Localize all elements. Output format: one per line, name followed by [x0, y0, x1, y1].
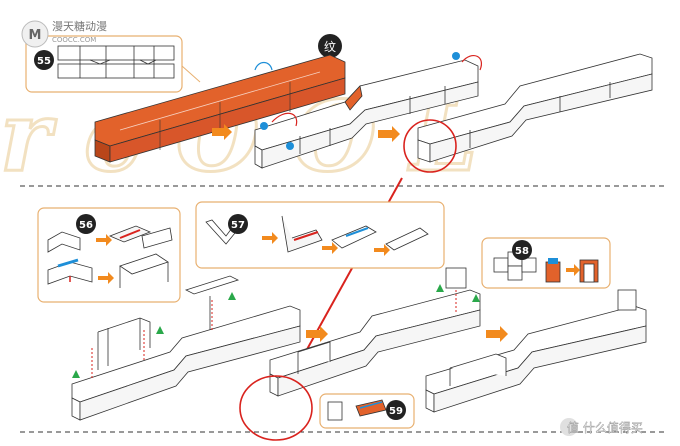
step-59-badge: 59 [386, 400, 406, 420]
bottom-watermark-text: 值 什么值得买 [567, 420, 643, 435]
step-59-label: 59 [389, 406, 403, 417]
step-56-badge: 56 [76, 214, 96, 234]
step-55-label: 55 [37, 56, 51, 67]
step-56-label: 56 [79, 220, 93, 231]
step-58-badge: 58 [512, 240, 532, 260]
left-bottom-assembly [71, 275, 301, 421]
middle-bottom-assembly [269, 267, 481, 397]
step-58-label: 58 [515, 246, 529, 257]
highlight-circle-top [403, 119, 457, 173]
flat-part-sheet [57, 45, 175, 79]
arrow-step-4 [486, 326, 508, 342]
middle-rail-assembly [254, 59, 479, 169]
middle-rail-markers [260, 52, 482, 150]
step-56-callout [37, 207, 181, 303]
left-bottom-markers [72, 292, 236, 380]
site-logo-subtext: COOCC.COM [52, 36, 96, 44]
arrow-step-2 [378, 126, 400, 142]
orange-rail-part [94, 54, 346, 163]
step-58-callout [481, 237, 611, 289]
highlight-circle-bottom [239, 375, 313, 441]
finished-rail-bottom [425, 289, 647, 413]
site-logo-text: 漫天糖动漫 [52, 19, 107, 33]
step-57-badge: 57 [228, 214, 248, 234]
step-57-callout [195, 201, 445, 269]
site-logo: M 漫天糖动漫 COOCC.COM [21, 19, 107, 48]
bottom-watermark: 值 什么值得买 [560, 418, 643, 436]
finished-rail-top [417, 53, 653, 163]
texture-badge-label: 纹 [324, 40, 336, 54]
svg-text:M: M [29, 28, 42, 43]
middle-bottom-markers [436, 284, 480, 312]
step-55-callout [25, 35, 201, 93]
texture-badge: 纹 [318, 34, 342, 58]
step-55-badge: 55 [34, 50, 54, 70]
step-57-label: 57 [231, 220, 245, 231]
arrow-step-3 [306, 326, 328, 342]
arrow-step-1 [212, 124, 232, 140]
